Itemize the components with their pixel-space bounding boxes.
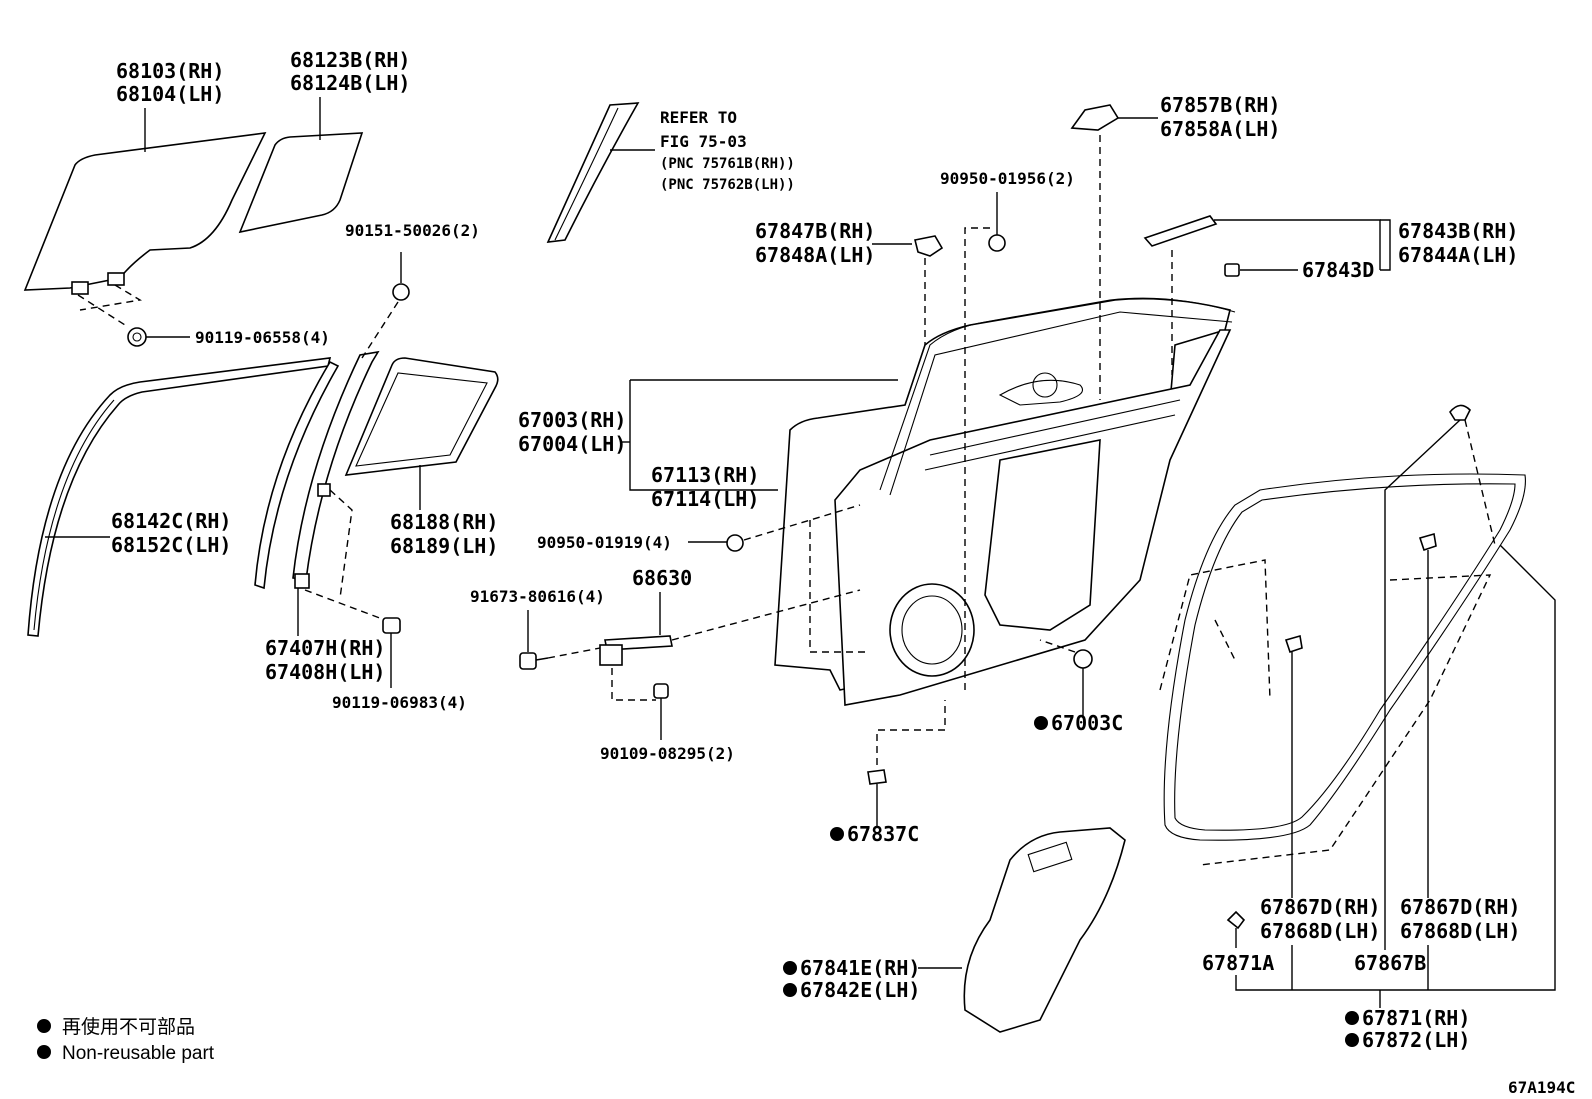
label-67867d-right: 67867D(RH) xyxy=(1400,895,1520,919)
label-67868d-left: 67868D(LH) xyxy=(1260,919,1380,943)
label-91673-80616: 91673-80616(4) xyxy=(470,587,605,606)
label-67841e: 67841E(RH) xyxy=(800,956,920,980)
label-67868d-right: 67868D(LH) xyxy=(1400,919,1520,943)
label-67837c: 67837C xyxy=(847,822,919,846)
label-67003: 67003(RH) xyxy=(518,408,626,432)
clip-67867d-left-part xyxy=(1284,634,1303,654)
label-68142c: 68142C(RH) xyxy=(111,509,231,533)
label-67003c: 67003C xyxy=(1051,711,1123,735)
label-67113: 67113(RH) xyxy=(651,463,759,487)
legend-dot-en xyxy=(37,1045,51,1059)
screw-90151-50026-part xyxy=(392,283,410,301)
clip-67867b-part xyxy=(1449,404,1471,421)
label-90119-06558: 90119-06558(4) xyxy=(195,328,330,347)
label-pnc-rh: (PNC 75761B(RH)) xyxy=(660,156,795,172)
door-check-part xyxy=(599,635,673,666)
label-68123b: 68123B(RH) xyxy=(290,48,410,72)
label-68103: 68103(RH) xyxy=(116,59,224,83)
nut-90950-01956-part xyxy=(988,234,1006,252)
bolt-90119-06558-part xyxy=(127,327,147,347)
outside-handle-frame-part xyxy=(1070,104,1120,131)
bolt-91673-80616-part xyxy=(519,652,549,670)
quarter-weatherstrip-part xyxy=(344,357,499,476)
figure-code: 67A194C xyxy=(1508,1078,1575,1097)
legend-en: Non-reusable part xyxy=(62,1043,215,1064)
clip-67871a-part xyxy=(1226,910,1246,930)
legend-dot-jp xyxy=(37,1019,51,1033)
label-68124b: 68124B(LH) xyxy=(290,71,410,95)
label-90151-50026: 90151-50026(2) xyxy=(345,221,480,240)
non-reusable-dot xyxy=(1034,716,1048,730)
label-67848a: 67848A(LH) xyxy=(755,243,875,267)
bolt-90119-06983-part xyxy=(382,617,401,634)
label-68630: 68630 xyxy=(632,566,692,590)
legend-jp: 再使用不可部品 xyxy=(62,1016,195,1038)
nut-90950-01919-part xyxy=(726,534,744,552)
label-67843d: 67843D xyxy=(1302,258,1374,282)
label-67004: 67004(LH) xyxy=(518,432,626,456)
service-hole-cover-part xyxy=(963,827,1126,1033)
run-channel-part xyxy=(27,357,332,637)
label-67408h: 67408H(LH) xyxy=(265,660,385,684)
label-68188: 68188(RH) xyxy=(390,510,498,534)
label-67847b: 67847B(RH) xyxy=(755,219,875,243)
door-glass-part xyxy=(23,132,267,291)
non-reusable-dot xyxy=(1345,1033,1359,1047)
label-90109-08295: 90109-08295(2) xyxy=(600,744,735,763)
belt-moulding-part xyxy=(1143,215,1218,247)
label-68104: 68104(LH) xyxy=(116,82,224,106)
label-67858a: 67858A(LH) xyxy=(1160,117,1280,141)
label-67871: 67871(RH) xyxy=(1362,1006,1470,1030)
plug-67003c-part xyxy=(1073,649,1093,669)
door-panel-part xyxy=(774,297,1232,706)
non-reusable-dot xyxy=(783,961,797,975)
pillar-garnish-part xyxy=(546,102,640,243)
bolt-90109-08295-part xyxy=(653,683,669,699)
non-reusable-dot xyxy=(1345,1011,1359,1025)
label-90950-01919: 90950-01919(4) xyxy=(537,533,672,552)
label-67843b: 67843B(RH) xyxy=(1398,219,1518,243)
non-reusable-dot xyxy=(830,827,844,841)
label-fig-75-03: FIG 75-03 xyxy=(660,132,747,151)
label-90119-06983: 90119-06983(4) xyxy=(332,693,467,712)
label-67871a: 67871A xyxy=(1202,951,1274,975)
quarter-glass-part xyxy=(238,132,364,234)
label-90950-01956: 90950-01956(2) xyxy=(940,169,1075,188)
label-67867d-left: 67867D(RH) xyxy=(1260,895,1380,919)
label-67407h: 67407H(RH) xyxy=(265,636,385,660)
non-reusable-dot xyxy=(783,983,797,997)
label-68189: 68189(LH) xyxy=(390,534,498,558)
clip-67847b-part xyxy=(914,235,944,257)
label-68152c: 68152C(LH) xyxy=(111,533,231,557)
label-67114: 67114(LH) xyxy=(651,487,759,511)
door-weatherstrip-part xyxy=(1159,473,1526,866)
window-frame-part xyxy=(879,297,1236,496)
label-pnc-lh: (PNC 75762B(LH)) xyxy=(660,177,795,193)
label-67857b: 67857B(RH) xyxy=(1160,93,1280,117)
label-refer-to: REFER TO xyxy=(660,108,737,127)
clip-67837c-part xyxy=(867,769,887,785)
label-67844a: 67844A(LH) xyxy=(1398,243,1518,267)
clip-67867d-right-part xyxy=(1418,532,1437,552)
clip-67843d-part xyxy=(1224,263,1240,277)
division-bar-part xyxy=(254,350,380,590)
label-67867b: 67867B xyxy=(1354,951,1426,975)
label-67872: 67872(LH) xyxy=(1362,1028,1470,1052)
label-67842e: 67842E(LH) xyxy=(800,978,920,1002)
